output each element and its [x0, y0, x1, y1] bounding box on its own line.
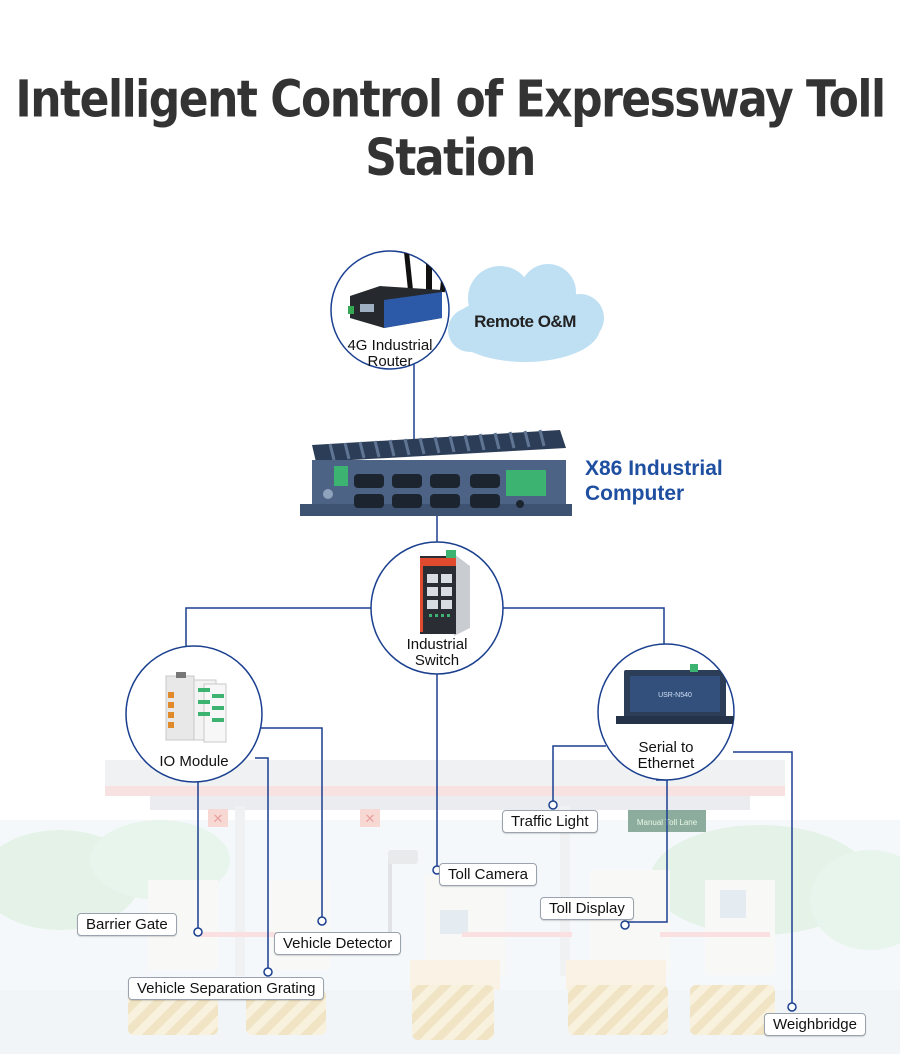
traffic-light-tag: Traffic Light — [502, 810, 598, 833]
router-label-line1: 4G Industrial — [347, 337, 433, 354]
serial-label-line1: Serial to — [638, 739, 694, 756]
io-module-icon — [165, 672, 227, 743]
io-module-label: IO Module — [159, 753, 229, 770]
x86-computer-icon — [300, 429, 572, 516]
serial-server-icon: USR-N540 — [616, 664, 734, 724]
connection-lines — [185, 360, 793, 1005]
router-node — [330, 250, 450, 370]
page-title: Intelligent Control of Expressway Toll S… — [15, 70, 886, 188]
cloud-shape — [448, 264, 604, 362]
switch-label-line1: Industrial — [406, 636, 468, 653]
switch-label: Industrial Switch — [377, 637, 497, 669]
computer-label: X86 Industrial Computer — [585, 456, 723, 506]
switch-label-line2: Switch — [414, 652, 460, 669]
switch-icon — [420, 550, 470, 636]
toll-display-tag: Toll Display — [540, 897, 634, 920]
computer-label-line2: Computer — [585, 482, 685, 505]
serial-device-text: USR-N540 — [658, 692, 692, 699]
router-label: 4G Industrial Router — [331, 338, 449, 370]
serial-to-ethernet-node: USR-N540 — [597, 643, 735, 781]
serial-label-line2: Ethernet — [637, 755, 695, 772]
vehicle-detector-tag: Vehicle Detector — [274, 932, 402, 955]
cloud-label: Remote O&M — [474, 312, 576, 331]
svg-text:✕: ✕ — [213, 811, 224, 826]
computer-label-line1: X86 Industrial — [585, 457, 723, 480]
serial-label: Serial to Ethernet — [606, 740, 726, 772]
barrier-gate-tag: Barrier Gate — [77, 913, 177, 936]
io-module-node — [125, 645, 263, 783]
vehicle-separation-grating-tag: Vehicle Separation Grating — [128, 977, 325, 1000]
svg-text:✕: ✕ — [365, 811, 376, 826]
router-label-line2: Router — [367, 353, 413, 370]
switch-node — [370, 541, 504, 675]
toll-camera-tag: Toll Camera — [439, 863, 538, 886]
toll-station-background: ✕ ✕ Manual Toll Lane — [0, 760, 900, 1054]
weighbridge-tag: Weighbridge — [764, 1013, 866, 1036]
